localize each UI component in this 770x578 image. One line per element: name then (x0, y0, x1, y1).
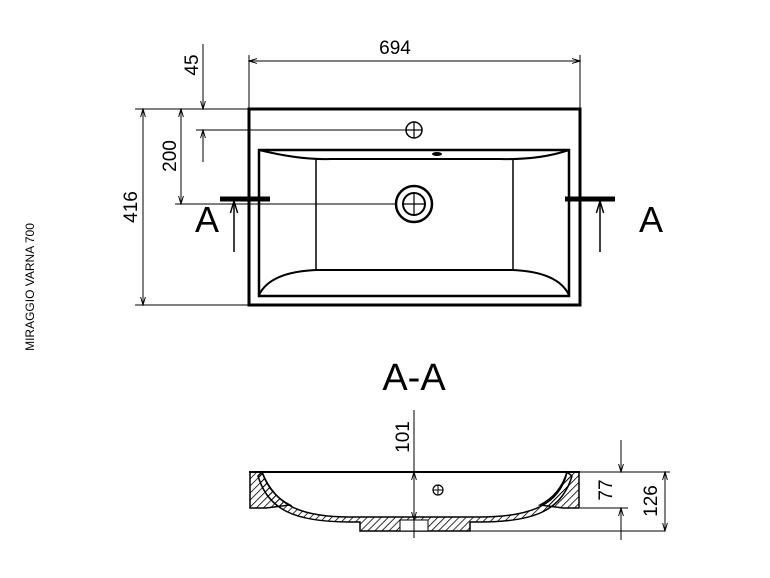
tap-hole-icon (432, 484, 444, 496)
sink-outline (247, 107, 582, 307)
dim-depth: 416 (121, 191, 142, 223)
product-title: MIRAGGIO VARNA 700 (23, 223, 37, 351)
basin-bottom-curve (258, 269, 570, 296)
top-view: 694 45 200 416 A A (121, 38, 663, 307)
section-title: A-A (382, 357, 446, 399)
basin-top-curve (258, 149, 570, 161)
tap-hole-icon (405, 121, 423, 139)
section-marker-left: A (195, 199, 219, 240)
overflow-slot (432, 152, 442, 156)
dim-total-height: 126 (641, 485, 662, 517)
dim-bowl-depth: 101 (393, 421, 414, 453)
dim-width: 694 (379, 38, 411, 59)
dim-tap-offset: 45 (182, 54, 203, 75)
dim-rim-height: 77 (596, 479, 617, 500)
basin-outline (257, 148, 571, 298)
dim-drain-offset: 200 (160, 140, 181, 172)
section-marker-right: A (639, 199, 663, 240)
drain-icon (394, 184, 434, 224)
section-view: 101 77 126 (249, 410, 670, 540)
